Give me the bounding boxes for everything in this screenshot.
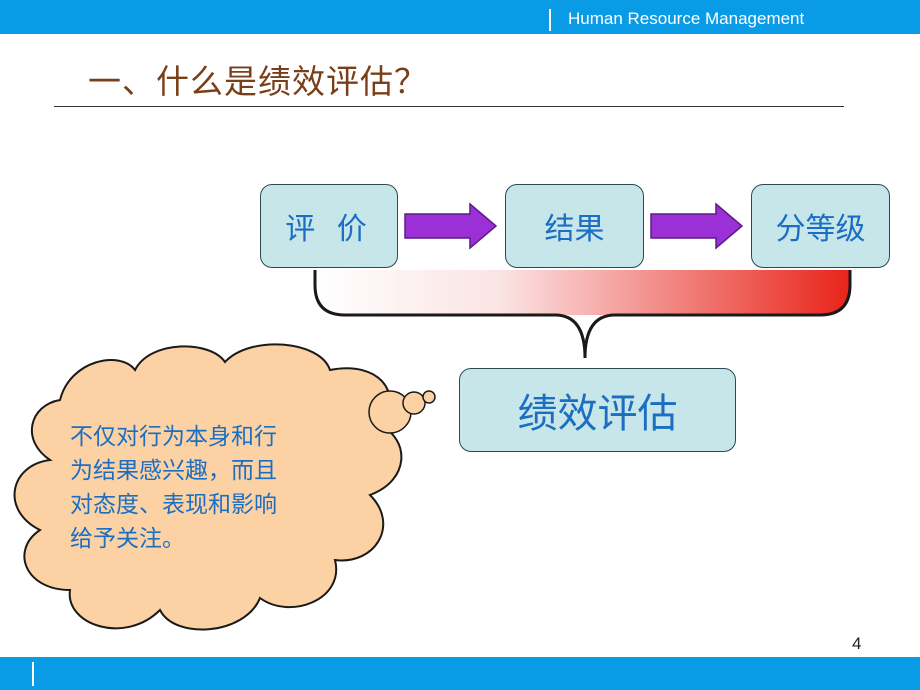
cloud-note: 不仅对行为本身和行 为结果感兴趣，而且 对态度、表现和影响 给予关注。 — [70, 420, 360, 556]
header-brand: Human Resource Management — [568, 9, 805, 28]
arrow-2 — [650, 202, 744, 250]
performance-appraisal-box: 绩效评估 — [459, 368, 736, 452]
cloud-note-line: 不仅对行为本身和行 — [70, 424, 277, 450]
cloud-note-line: 对态度、表现和影响 — [70, 492, 277, 518]
step-grading: 分等级 — [751, 184, 890, 268]
step-result: 结果 — [505, 184, 644, 268]
title-divider — [54, 106, 844, 107]
arrow-1 — [404, 202, 498, 250]
slide-title: 一、什么是绩效评估？ — [88, 62, 428, 101]
brace-line — [313, 270, 852, 359]
cloud-note-line: 给予关注。 — [70, 526, 185, 552]
page-number: 4 — [852, 634, 862, 653]
cloud-shape — [13, 343, 403, 631]
step-evaluate: 评 价 — [260, 184, 398, 268]
brace-fill — [315, 270, 850, 315]
header-separator — [549, 9, 551, 31]
cloud-bubble-small — [422, 390, 436, 404]
header-bar: Human Resource Management — [0, 0, 920, 34]
footer-bar — [0, 657, 920, 690]
thought-cloud — [13, 343, 436, 631]
footer-separator — [32, 662, 34, 686]
cloud-bubble-medium — [402, 391, 426, 415]
cloud-note-line: 为结果感兴趣，而且 — [70, 458, 277, 484]
